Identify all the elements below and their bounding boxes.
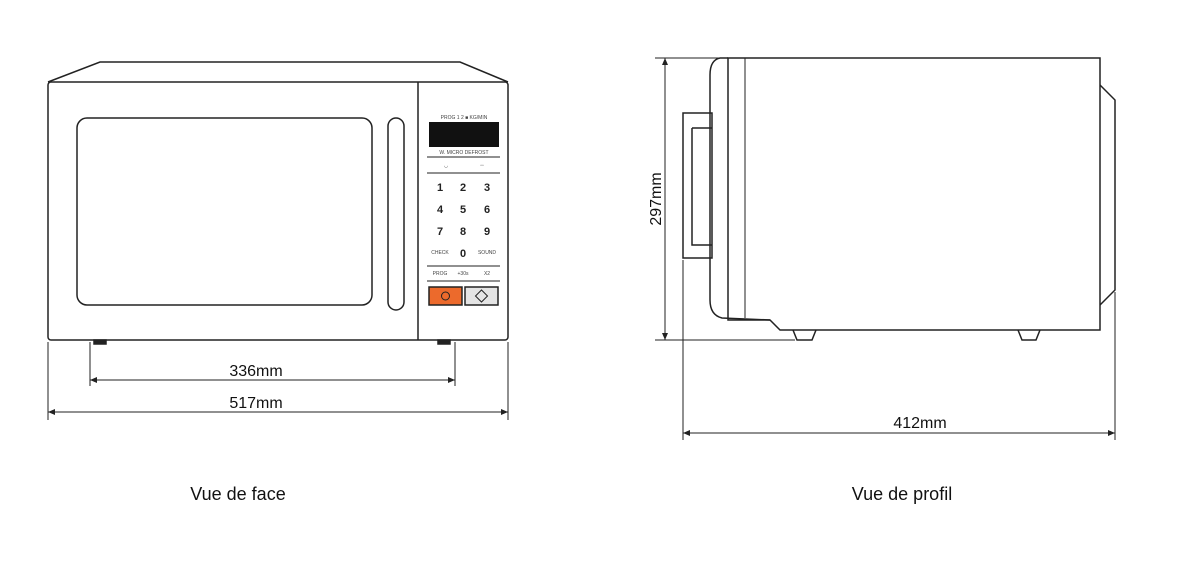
height-label: 297mm: [648, 172, 665, 225]
key-5[interactable]: 5: [460, 204, 466, 216]
foot: [437, 339, 451, 345]
display: [429, 122, 499, 147]
door-window: [76, 117, 373, 306]
top-outline: [47, 61, 509, 83]
inner-width-label: 336mm: [229, 363, 282, 380]
key-9[interactable]: 9: [484, 226, 490, 238]
defrost-icon[interactable]: ◡: [444, 163, 449, 169]
key-2[interactable]: 2: [460, 182, 466, 194]
side-view-caption: Vue de profil: [851, 484, 953, 504]
key-0[interactable]: 0: [460, 248, 466, 260]
svg-text:PROG 1 2 ■ KG/MIN: PROG 1 2 ■ KG/MIN: [441, 115, 488, 121]
key-4[interactable]: 4: [437, 204, 444, 216]
stop-icon: [441, 291, 450, 301]
key-plus30[interactable]: +30s: [458, 271, 469, 277]
door-handle: [387, 117, 405, 311]
side-handle: [682, 112, 713, 259]
total-width-label: 517mm: [229, 395, 282, 412]
back-bump: [1099, 84, 1116, 306]
key-sound[interactable]: SOUND: [478, 250, 496, 256]
key-1[interactable]: 1: [437, 182, 443, 194]
side-door: [709, 57, 771, 321]
front-view-caption: Vue de face: [190, 484, 286, 504]
depth-label: 412mm: [893, 415, 946, 432]
side-body: [727, 57, 1101, 331]
foot: [1017, 329, 1041, 341]
key-3[interactable]: 3: [484, 182, 490, 194]
weight-icon[interactable]: ▫▫: [480, 163, 484, 169]
key-check[interactable]: CHECK: [431, 250, 449, 256]
key-6[interactable]: 6: [484, 204, 490, 216]
body-outline: [47, 81, 509, 341]
key-7[interactable]: 7: [437, 226, 443, 238]
foot: [93, 339, 107, 345]
key-x2[interactable]: X2: [484, 271, 490, 277]
svg-text:W. MICRO DEFROST: W. MICRO DEFROST: [439, 150, 488, 156]
start-button[interactable]: [464, 286, 499, 306]
key-8[interactable]: 8: [460, 226, 466, 238]
stop-button[interactable]: [428, 286, 463, 306]
foot: [792, 329, 817, 341]
key-prog[interactable]: PROG: [433, 271, 448, 277]
front-view: PROG 1 2 ■ KG/MIN W. MICRO DEFROST ◡ ▫▫ …: [47, 61, 509, 420]
start-icon: [474, 289, 489, 303]
side-view: 297mm 412mm: [648, 57, 1116, 440]
